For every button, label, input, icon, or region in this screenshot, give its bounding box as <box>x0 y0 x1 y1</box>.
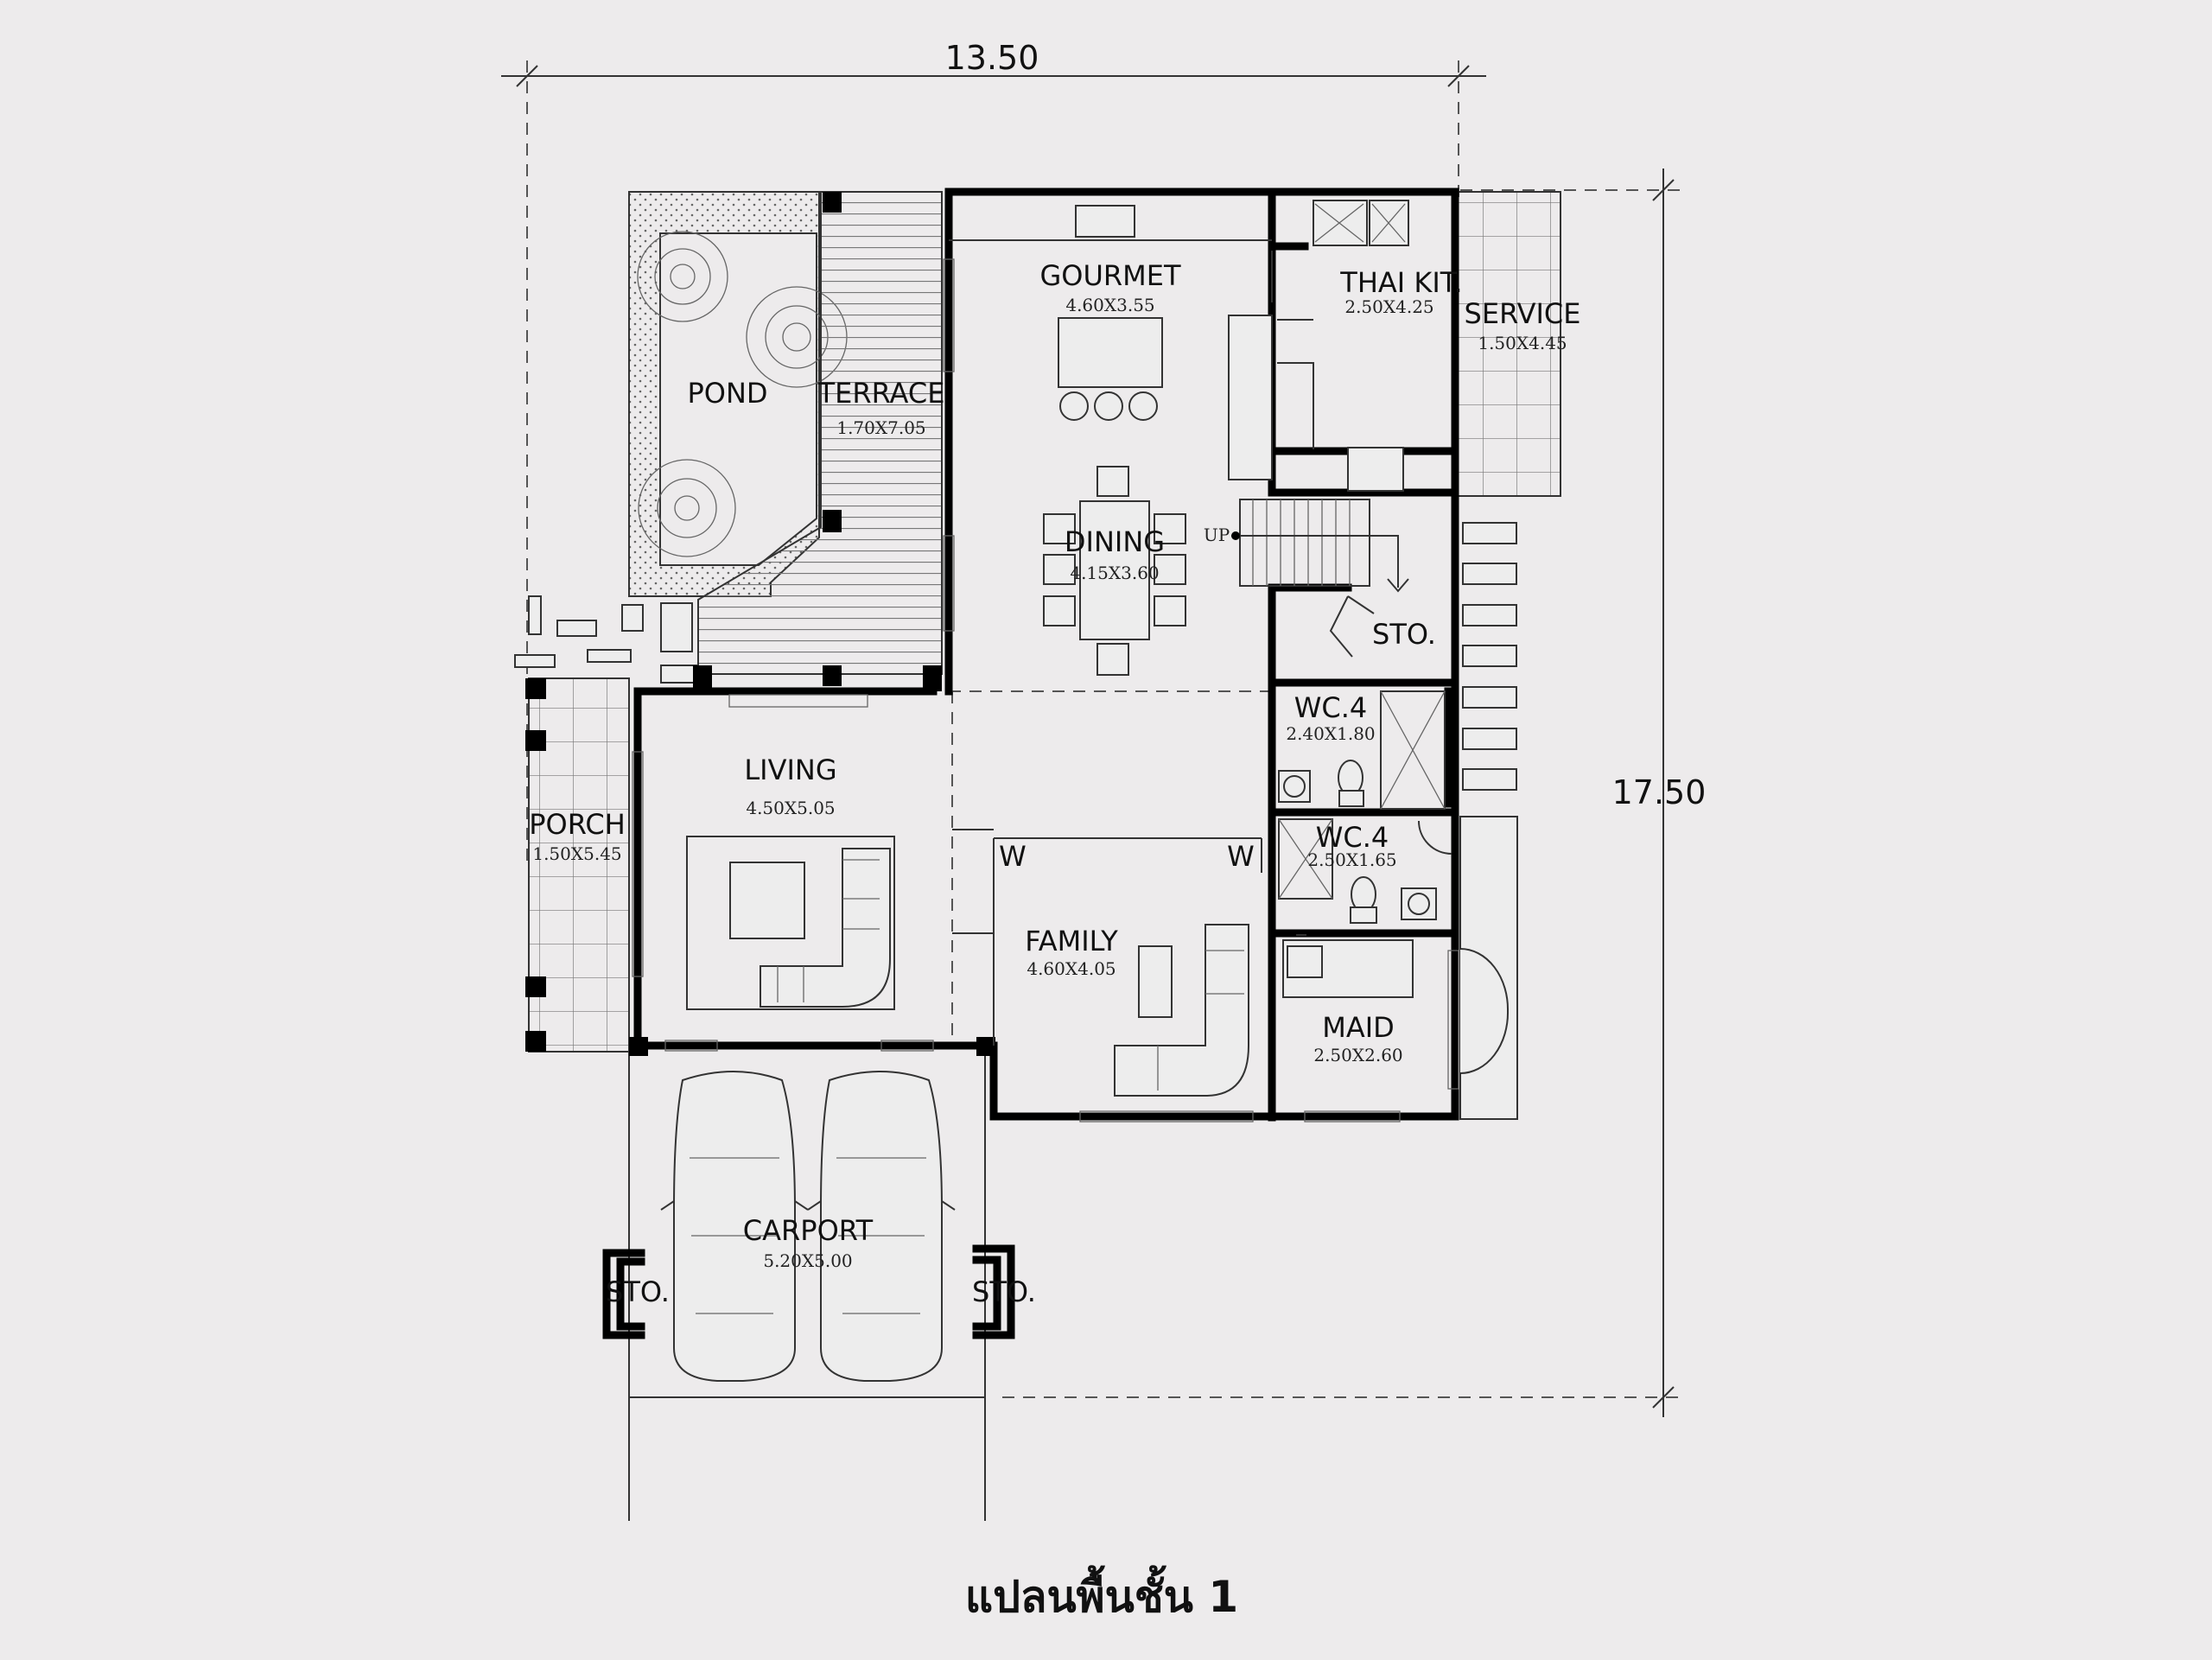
sto-carport-right: STO. <box>972 1244 1036 1339</box>
family-room: FAMILY 4.60X4.05 W W <box>993 837 1262 1097</box>
carport-label: CARPORT <box>743 1214 874 1247</box>
sto-right-label: STO. <box>972 1275 1036 1308</box>
family-size: 4.60X4.05 <box>1027 958 1116 979</box>
stepping-stones <box>514 595 698 684</box>
service-area: SERVICE 1.50X4.45 <box>1454 191 1581 497</box>
exterior-steps <box>1459 522 1518 1120</box>
maid-size: 2.50X2.60 <box>1313 1045 1402 1065</box>
pond-area: POND <box>628 191 848 597</box>
wc4-lower-size: 2.50X1.65 <box>1307 849 1396 870</box>
gourmet-label: GOURMET <box>1039 259 1180 292</box>
sto-carport-left: STO. <box>602 1249 670 1339</box>
wc4-lower-label: WC.4 <box>1316 821 1389 854</box>
columns <box>629 192 995 1056</box>
terrace-label: TERRACE <box>817 377 945 410</box>
sto-left-label: STO. <box>606 1275 670 1308</box>
dining-size: 4.15X3.60 <box>1070 563 1159 583</box>
wc4-upper: WC.4 2.40X1.80 <box>1278 690 1446 810</box>
porch-size: 1.50X5.45 <box>532 843 621 864</box>
sto-stair-label: STO. <box>1372 618 1436 651</box>
living-label: LIVING <box>744 754 836 786</box>
terrace-size: 1.70X7.05 <box>836 417 925 438</box>
living-size: 4.50X5.05 <box>746 798 835 818</box>
family-label: FAMILY <box>1025 925 1118 957</box>
wardrobe-marker-right: W <box>1227 840 1255 873</box>
service-size: 1.50X4.45 <box>1478 333 1567 353</box>
pond-label: POND <box>687 377 767 410</box>
wc4-upper-label: WC.4 <box>1294 691 1368 724</box>
gourmet-room: GOURMET 4.60X3.55 <box>949 205 1273 480</box>
porch-area: PORCH 1.50X5.45 <box>525 677 630 1053</box>
plan-title: แปลนพื้นชั้น 1 <box>965 1565 1238 1622</box>
thai-kit-size: 2.50X4.25 <box>1344 296 1433 317</box>
wc4-lower: WC.4 2.50X1.65 <box>1278 818 1452 924</box>
width-label: 13.50 <box>945 39 1039 77</box>
carport-size: 5.20X5.00 <box>763 1250 852 1271</box>
gourmet-size: 4.60X3.55 <box>1065 295 1154 315</box>
stair-up-label: UP <box>1204 525 1230 545</box>
living-room: LIVING 4.50X5.05 <box>686 754 895 1010</box>
car-left <box>660 1071 809 1382</box>
wardrobe-marker-left: W <box>999 840 1027 873</box>
thai-kitchen: THAI KIT. 2.50X4.25 <box>1271 200 1463 492</box>
depth-label: 17.50 <box>1612 773 1707 811</box>
maid-room: MAID 2.50X2.60 <box>1282 934 1414 1065</box>
maid-label: MAID <box>1322 1011 1395 1044</box>
porch-label: PORCH <box>529 808 626 841</box>
dining-label: DINING <box>1065 525 1165 558</box>
windows <box>632 258 1459 1123</box>
stair-storage: UP STO. <box>1204 499 1436 658</box>
dimension-depth: 17.50 <box>1002 169 1706 1417</box>
service-label: SERVICE <box>1465 297 1581 330</box>
wc4-upper-size: 2.40X1.80 <box>1286 723 1375 744</box>
car-right <box>807 1071 956 1382</box>
thai-kit-label: THAI KIT. <box>1339 266 1462 299</box>
dining-room: DINING 4.15X3.60 <box>1043 466 1186 676</box>
carport-area: CARPORT 5.20X5.00 <box>660 1071 956 1382</box>
